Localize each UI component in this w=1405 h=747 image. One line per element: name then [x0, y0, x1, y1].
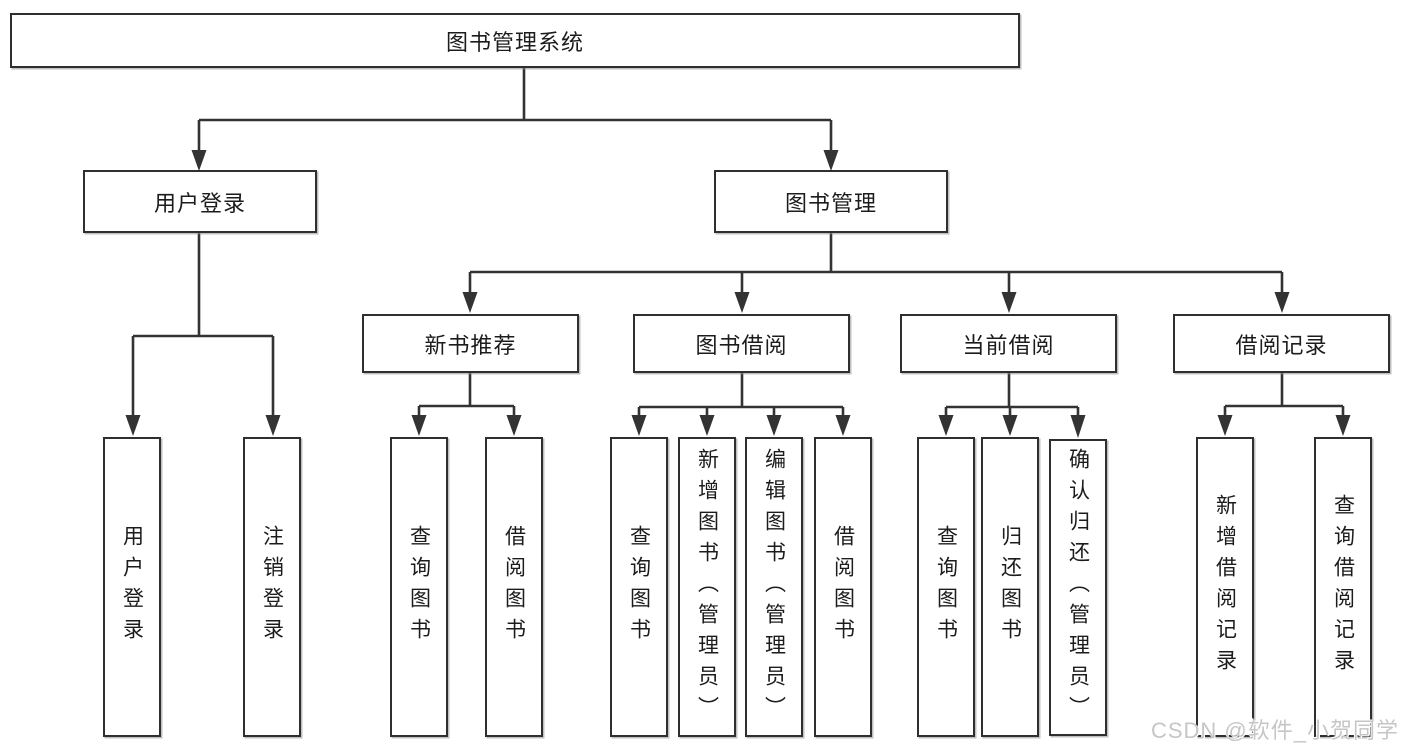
leaf-node-logout: 注销登录 [243, 437, 301, 737]
leaf-node-borrowing-edit-books-admin: 编辑图书（管理员） [745, 437, 803, 737]
group-node-new-book-recommendation: 新书推荐 [362, 314, 579, 373]
leaf-node-borrowing-add-books-admin: 新增图书（管理员） [678, 437, 736, 737]
leaf-node-recommend-borrow-books: 借阅图书 [485, 437, 543, 737]
leaf-node-borrowing-borrow-books: 借阅图书 [814, 437, 872, 737]
group-node-book-borrowing: 图书借阅 [633, 314, 850, 373]
connector-borrow-to-leaves [637, 373, 845, 421]
group-node-current-borrowing: 当前借阅 [900, 314, 1117, 373]
leaf-node-current-query-books: 查询图书 [917, 437, 975, 737]
connector-records-to-leaves [1223, 373, 1345, 421]
leaf-node-current-return-books: 归还图书 [981, 437, 1039, 737]
csdn-watermark: CSDN @软件_小贺同学 [1150, 718, 1399, 743]
branch-node-book-management: 图书管理 [714, 170, 948, 233]
connector-root-to-level1 [197, 68, 833, 156]
leaf-current-return-books-label: 归还图书 [998, 525, 1022, 649]
leaf-recommend-borrow-books-label: 借阅图书 [502, 525, 526, 649]
leaf-current-query-books-label: 查询图书 [934, 525, 958, 649]
leaf-current-confirm-return-admin-label: 确认归还（管理员） [1066, 448, 1090, 727]
group-current-borrowing-label: 当前借阅 [962, 332, 1055, 358]
arrowheads [125, 150, 1351, 438]
leaf-node-user-login: 用户登录 [103, 437, 161, 737]
root-node-label: 图书管理系统 [445, 29, 584, 55]
connector-mgmt-to-groups [468, 233, 1284, 298]
connector-recommend-to-leaves [417, 373, 516, 421]
group-new-book-recommendation-label: 新书推荐 [424, 332, 517, 358]
leaf-records-add-record-label: 新增借阅记录 [1213, 494, 1237, 680]
leaf-borrowing-edit-books-admin-label: 编辑图书（管理员） [762, 447, 786, 727]
connector-login-to-leaves [131, 233, 275, 421]
group-book-borrowing-label: 图书借阅 [695, 332, 788, 358]
branch-node-user-login: 用户登录 [83, 170, 317, 233]
leaf-user-login-label: 用户登录 [120, 525, 144, 649]
leaf-logout-label: 注销登录 [260, 525, 284, 649]
leaf-node-records-query-record: 查询借阅记录 [1314, 437, 1372, 737]
leaf-borrowing-borrow-books-label: 借阅图书 [831, 525, 855, 649]
group-borrowing-records-label: 借阅记录 [1235, 332, 1328, 358]
leaf-node-recommend-query-books: 查询图书 [390, 437, 448, 737]
leaf-records-query-record-label: 查询借阅记录 [1331, 494, 1355, 680]
leaf-borrowing-query-books-label: 查询图书 [627, 525, 651, 649]
leaf-node-records-add-record: 新增借阅记录 [1196, 437, 1254, 737]
leaf-borrowing-add-books-admin-label: 新增图书（管理员） [695, 447, 719, 727]
connector-current-to-leaves [944, 373, 1080, 421]
group-node-borrowing-records: 借阅记录 [1173, 314, 1390, 373]
leaf-node-current-confirm-return-admin: 确认归还（管理员） [1049, 439, 1107, 736]
leaf-recommend-query-books-label: 查询图书 [407, 525, 431, 649]
branch-book-management-label: 图书管理 [784, 190, 877, 216]
root-node-system: 图书管理系统 [10, 13, 1020, 68]
leaf-node-borrowing-query-books: 查询图书 [610, 437, 668, 737]
branch-user-login-label: 用户登录 [153, 190, 246, 216]
